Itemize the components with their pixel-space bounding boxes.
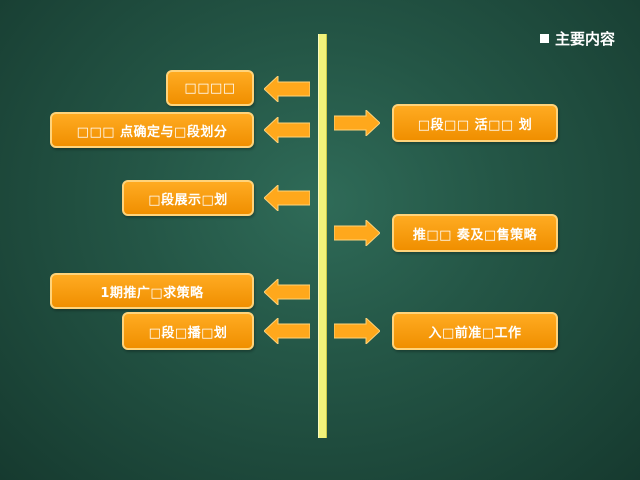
header: 主要内容 [540, 28, 615, 49]
arrow-left-icon [264, 76, 310, 102]
left-box-4: 1期推广□求策略 [50, 273, 254, 309]
right-box-1: □段□□ 活□□ 划 [392, 104, 558, 142]
arrow-right-icon [334, 110, 380, 136]
left-box-1: □□□□ [166, 70, 254, 106]
arrow-right-icon [334, 220, 380, 246]
arrow-left-icon [264, 279, 310, 305]
timeline-axis [318, 34, 327, 438]
arrow-right-icon [334, 318, 380, 344]
header-title: 主要内容 [555, 30, 616, 48]
arrow-left-icon [264, 318, 310, 344]
arrow-left-icon [264, 185, 310, 211]
left-box-3: □段展示□划 [122, 180, 254, 216]
right-box-3: 入□前准□工作 [392, 312, 558, 350]
left-box-2: □□□ 点确定与□段划分 [50, 112, 254, 148]
right-box-2: 推□□ 奏及□售策略 [392, 214, 558, 252]
square-bullet-icon [540, 34, 549, 43]
left-box-5: □段□播□划 [122, 312, 254, 350]
arrow-left-icon [264, 117, 310, 143]
